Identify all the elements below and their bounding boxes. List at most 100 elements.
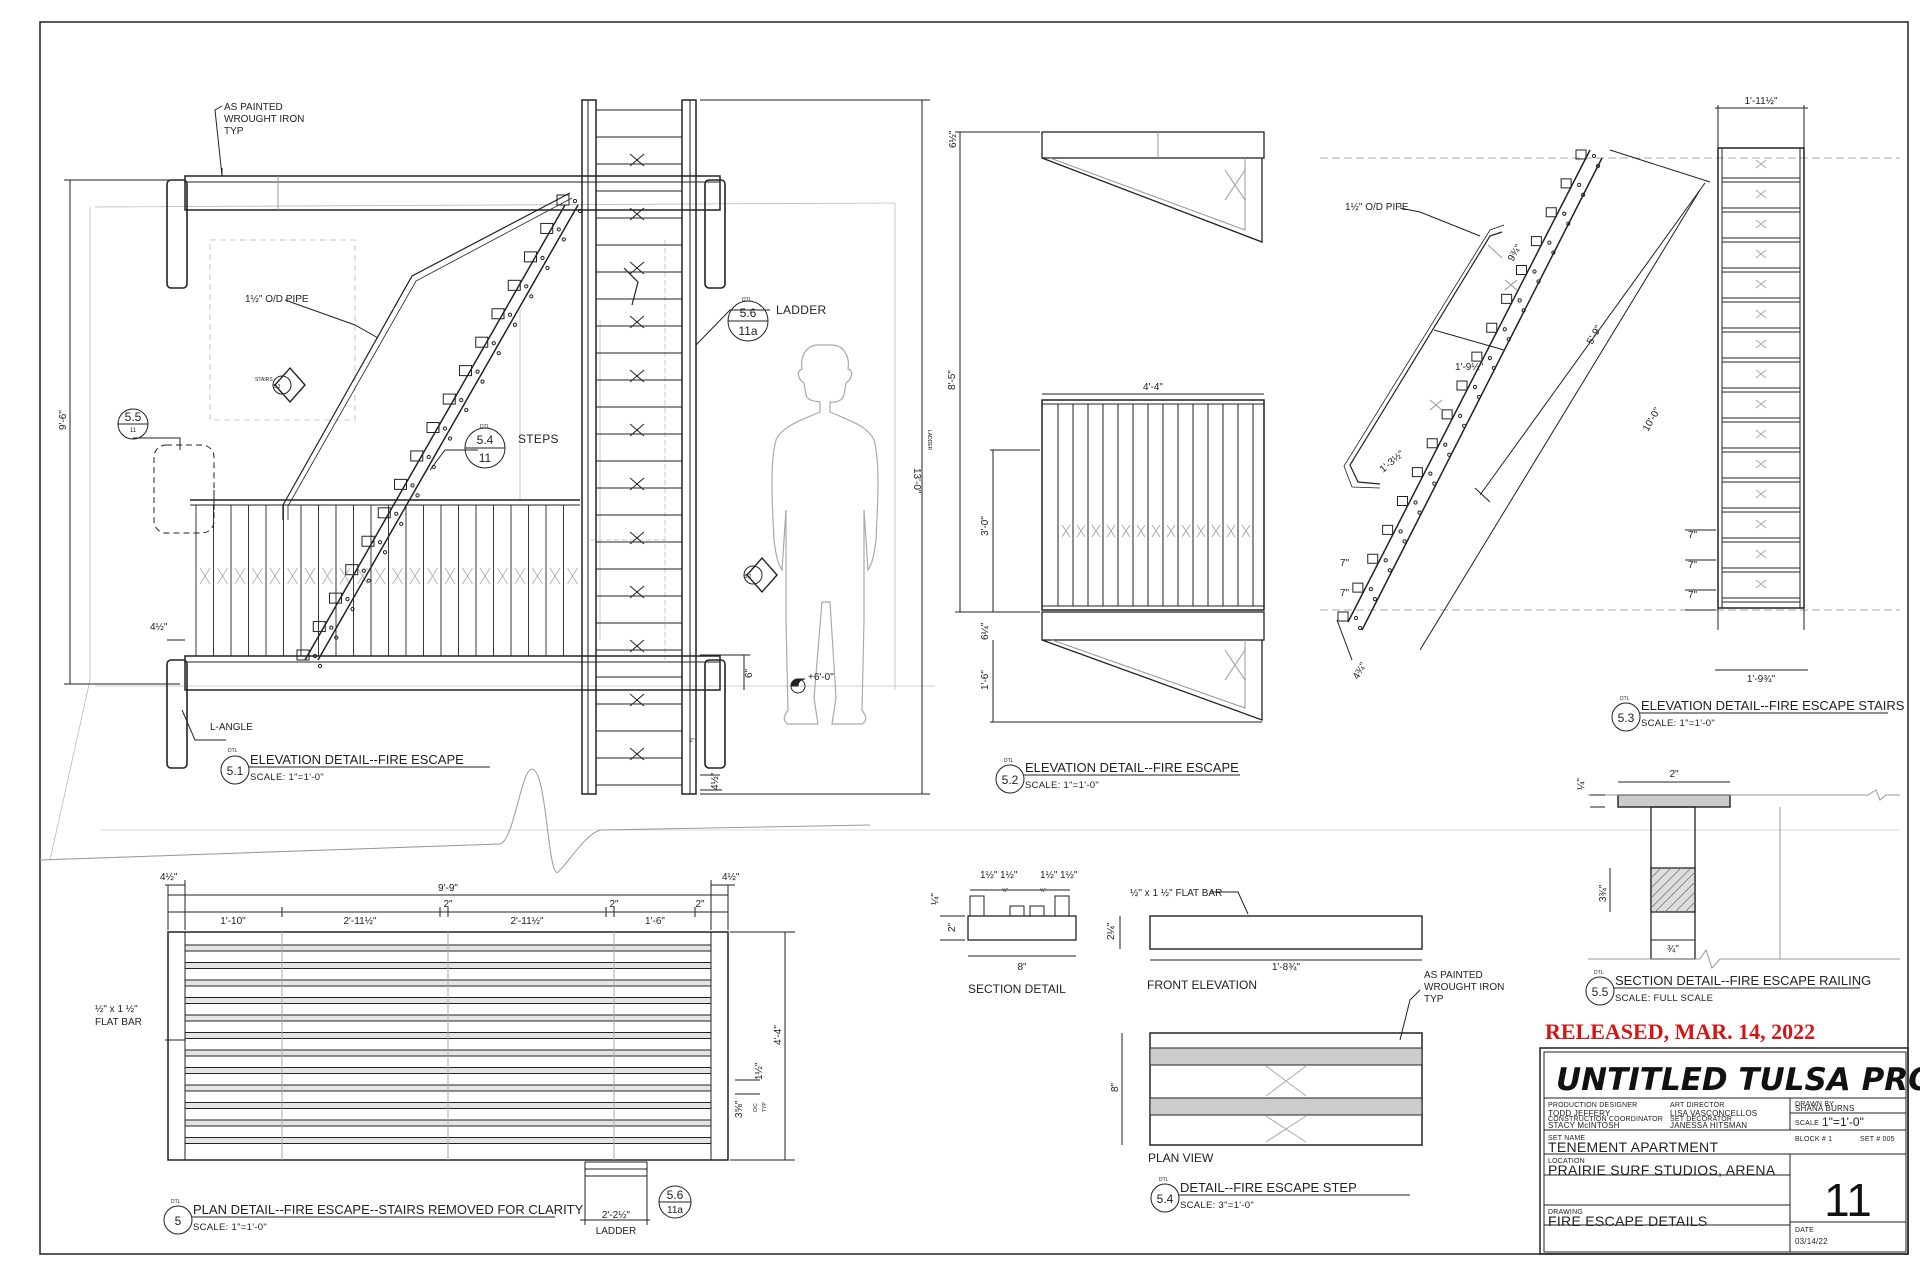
picket-cross bbox=[462, 567, 473, 585]
svg-text:5.4: 5.4 bbox=[477, 433, 494, 447]
stair-tread bbox=[1471, 351, 1483, 362]
bolt bbox=[529, 294, 534, 299]
stair-tread bbox=[377, 507, 391, 519]
bolt bbox=[1547, 240, 1552, 245]
picket-cross bbox=[532, 567, 543, 585]
svg-text:DETAIL--FIRE ESCAPE STEP: DETAIL--FIRE ESCAPE STEP bbox=[1180, 1180, 1357, 1195]
bolt bbox=[1521, 308, 1526, 313]
tread-cross bbox=[1755, 339, 1767, 349]
role-name-drawn: SHANA BURNS bbox=[1795, 1104, 1855, 1113]
role-label-const: CONSTRUCTION COORDINATOR bbox=[1548, 1116, 1663, 1123]
bolt bbox=[1595, 163, 1601, 169]
stair-tread bbox=[491, 308, 505, 320]
stair-tread bbox=[345, 564, 359, 576]
bolt bbox=[312, 653, 318, 659]
dim-step-3: 1½" bbox=[1040, 870, 1058, 881]
svg-text:DTL: DTL bbox=[1159, 1177, 1169, 1183]
front-elevation-label: FRONT ELEVATION bbox=[1147, 978, 1257, 992]
stair-tread bbox=[1486, 322, 1498, 333]
svg-text:DTL: DTL bbox=[171, 1199, 181, 1205]
dim-1-8-3-4: 1'-8¾" bbox=[1272, 962, 1301, 973]
detail-title-5-1: 5.1 DTL ELEVATION DETAIL--FIRE ESCAPE SC… bbox=[220, 748, 490, 785]
bolt bbox=[475, 369, 480, 374]
dim-ladder-width: 2'-2½" bbox=[602, 1210, 631, 1221]
section-marker-5-2: 5.2 bbox=[745, 574, 752, 580]
dim-rise-1: 7" bbox=[1340, 558, 1350, 569]
role-label-decor: SET DECORATOR bbox=[1670, 1116, 1732, 1123]
detail-5-5-railing-section bbox=[1588, 781, 1900, 969]
stair-tread bbox=[1501, 293, 1513, 304]
stair-tread bbox=[329, 592, 342, 604]
dim-4-4: 4'-4" bbox=[1143, 382, 1163, 393]
note-typ-step: TYP bbox=[1424, 994, 1444, 1005]
note-pipe: 1½" O/D PIPE bbox=[245, 294, 309, 305]
picket-cross bbox=[1121, 524, 1131, 538]
picket-cross bbox=[427, 567, 438, 585]
dim-13-0-sub: LADDER bbox=[926, 430, 932, 451]
detail-5-1-elevation bbox=[39, 99, 1900, 861]
dim-4-3-4: 4¾" bbox=[1351, 660, 1369, 681]
tread-cross bbox=[1755, 279, 1767, 289]
dim-oc-3: O/C bbox=[753, 1103, 759, 1112]
detail-title-5: 5 DTL PLAN DETAIL--FIRE ESCAPE--STAIRS R… bbox=[163, 1199, 584, 1235]
stair-tread bbox=[426, 422, 440, 433]
project-title: UNTITLED TULSA PROJECT bbox=[1556, 1062, 1920, 1098]
stair-tread bbox=[1411, 467, 1423, 478]
dim-quarter-section: ¼" bbox=[929, 893, 941, 905]
dim-plan-segment-4: 2'-11½" bbox=[510, 916, 544, 927]
bolt bbox=[459, 397, 464, 403]
bolt bbox=[577, 208, 583, 214]
bolt bbox=[1432, 481, 1437, 486]
bolt bbox=[1502, 327, 1507, 332]
dim-3-3-4-railing: 3¾" bbox=[1598, 884, 1609, 902]
dim-right-off: 4½" bbox=[722, 872, 740, 883]
note-l-angle: L-ANGLE bbox=[210, 722, 253, 733]
steps-label: STEPS bbox=[518, 432, 559, 446]
stair-tread bbox=[410, 450, 424, 462]
tread-cross bbox=[1755, 189, 1767, 199]
dim-10-0: 10'-0" bbox=[1641, 406, 1663, 434]
dim-2in-section: 2" bbox=[947, 922, 958, 932]
bolt bbox=[410, 483, 415, 488]
svg-text:5.5: 5.5 bbox=[1592, 985, 1609, 999]
svg-text:DTL: DTL bbox=[480, 424, 490, 430]
break-line bbox=[39, 768, 871, 873]
svg-text:DTL: DTL bbox=[742, 297, 752, 303]
ladder-cross bbox=[629, 639, 645, 653]
picket-cross bbox=[199, 567, 211, 585]
section-marker-5-3: 5.3 bbox=[274, 384, 281, 390]
svg-text:5.6: 5.6 bbox=[667, 1188, 684, 1202]
dim-9-6: 9'-6" bbox=[58, 410, 69, 430]
role-label-prod: PRODUCTION DESIGNER bbox=[1548, 1102, 1637, 1109]
bolt bbox=[1458, 413, 1463, 418]
dim-1-11-half: 1'-11½" bbox=[1744, 96, 1778, 107]
svg-text:5.5: 5.5 bbox=[125, 410, 142, 424]
ref-bubble-5-5: 5.5 11 bbox=[117, 408, 149, 440]
ladder-cross bbox=[629, 207, 645, 221]
tread-cross bbox=[1755, 459, 1767, 469]
bolt bbox=[1487, 356, 1492, 361]
picket-cross bbox=[322, 567, 333, 585]
location: PRAIRIE SURF STUDIOS, ARENA bbox=[1548, 1162, 1776, 1178]
bolt bbox=[1566, 221, 1571, 226]
detail-5-2-elevation bbox=[955, 131, 1265, 723]
stair-tread bbox=[361, 535, 375, 547]
detail-5-3-stairs bbox=[1320, 105, 1900, 671]
svg-text:11: 11 bbox=[130, 428, 137, 434]
tread-cross bbox=[1755, 399, 1767, 409]
tread-cross bbox=[1755, 309, 1767, 319]
drawing-name: FIRE ESCAPE DETAILS bbox=[1548, 1213, 1707, 1229]
bolt bbox=[361, 568, 366, 573]
bolt bbox=[1491, 366, 1496, 371]
role-name-prod: TODD JEFFERY bbox=[1548, 1109, 1611, 1118]
ladder-cross bbox=[629, 423, 645, 437]
picket-cross bbox=[409, 567, 421, 585]
dim-plan-rise-1: 7" bbox=[1688, 530, 1698, 541]
ref-bubble-5-4: 5.4 11 DTL bbox=[464, 424, 506, 469]
release-stamp: RELEASED, MAR. 14, 2022 bbox=[1545, 1019, 1815, 1044]
picket-cross bbox=[1166, 524, 1176, 538]
stair-tread bbox=[524, 251, 537, 263]
svg-text:DTL: DTL bbox=[1004, 758, 1014, 764]
picket-cross bbox=[1091, 524, 1101, 538]
dim-1-6: 1'-6" bbox=[980, 670, 991, 690]
